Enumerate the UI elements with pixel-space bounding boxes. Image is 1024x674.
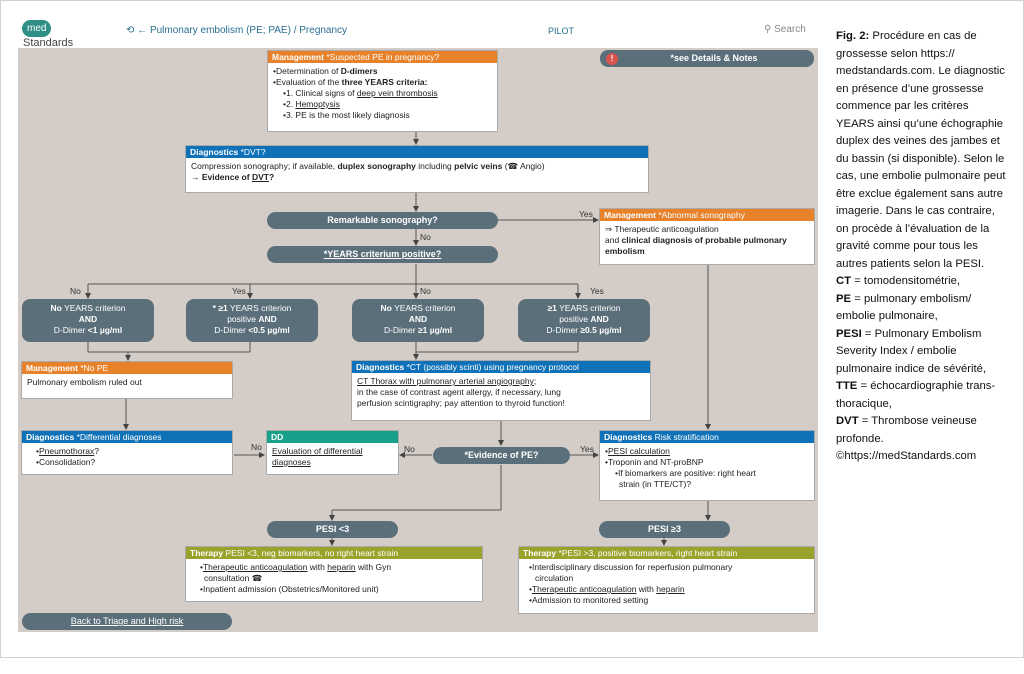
label-no: No — [420, 286, 431, 296]
box-body: Evaluation of differential diagnoses — [272, 446, 363, 467]
box-body: •Therapeutic anticoagulation with hepari… — [200, 562, 392, 594]
connector-lines — [85, 132, 711, 546]
breadcrumb[interactable]: ⟲ ← Pulmonary embolism (PE; PAE) / Pregn… — [126, 25, 348, 36]
caption-text: Procédure en cas de grossesse selon http… — [836, 30, 1006, 270]
mgmt-abnormal-sonography[interactable]: Management *Abnormal sonography ⇒ Therap… — [599, 208, 815, 265]
years-criterion-pos-low[interactable]: * ≥1 YEARS criterion positive AND D-Dime… — [186, 299, 318, 342]
box-header: Therapy PESI <3, neg biomarkers, no righ… — [186, 547, 482, 559]
caption-abbr-tte: TTE = échocardiographie trans-thoracique… — [836, 380, 996, 410]
decision-evidence-pe[interactable]: *Evidence of PE? — [433, 447, 570, 464]
warning-icon: ! — [606, 52, 618, 65]
box-body: •PESI calculation •Troponin and NT-proBN… — [605, 446, 756, 489]
ct-angiography-link[interactable]: CT Thorax with pulmonary arterial angiog… — [357, 376, 534, 386]
label-no: No — [404, 444, 415, 454]
history-icon[interactable]: ⟲ — [126, 25, 138, 36]
label-no: No — [70, 286, 81, 296]
mgmt-suspected-pe[interactable]: Management *Suspected PE in pregnancy? •… — [267, 50, 498, 132]
box-header: Management *Abnormal sonography — [600, 209, 814, 221]
anticoagulation-link[interactable]: Therapeutic anticoagulation — [531, 584, 637, 594]
box-header: Diagnostics *CT (possibly scinti) using … — [352, 361, 650, 373]
therapy-high-risk[interactable]: Therapy *PESI >3, positive biomarkers, r… — [518, 546, 815, 614]
box-header: Management *Suspected PE in pregnancy? — [268, 51, 497, 63]
pesi-low-pill[interactable]: PESI <3 — [267, 521, 398, 538]
heparin-link[interactable]: heparin — [656, 584, 685, 594]
label-yes: Yes — [580, 444, 594, 454]
label-no: No — [251, 442, 262, 452]
box-body: CT Thorax with pulmonary arterial angiog… — [357, 376, 565, 408]
box-header: DD — [267, 431, 398, 443]
back-to-triage-button[interactable]: Back to Triage and High risk — [22, 613, 232, 630]
box-header: Diagnostics *DVT? — [186, 146, 648, 158]
box-body: •Determination of D-dimers •Evaluation o… — [273, 66, 438, 120]
box-header: Diagnostics *Differential diagnoses — [22, 431, 232, 443]
caption-abbr-ct: CT = tomodensitométrie, — [836, 275, 961, 287]
caption-fig-label: Fig. 2: — [836, 30, 870, 42]
years-criterion-no-low[interactable]: No YEARS criterion AND D-Dimer <1 µg/ml — [22, 299, 154, 342]
search-box[interactable]: ⚲ Search — [764, 24, 806, 35]
box-body: •Interdisciplinary discussion for reperf… — [529, 562, 733, 605]
dd-box[interactable]: DD Evaluation of differential diagnoses — [266, 430, 399, 475]
label-no: No — [420, 232, 431, 242]
years-criterion-pos-high[interactable]: ≥1 YEARS criterion positive AND D-Dimer … — [518, 299, 650, 342]
years-criterion-no-high[interactable]: No YEARS criterion AND D-Dimer ≥1 µg/ml — [352, 299, 484, 342]
pesi-high-pill[interactable]: PESI ≥3 — [599, 521, 730, 538]
pilot-label: PILOT — [548, 26, 575, 36]
caption-abbr-pe: PE = pulmonary embolism/ embolie pulmona… — [836, 292, 972, 323]
details-notes-button[interactable]: ! *see Details & Notes — [600, 50, 814, 67]
decision-years-positive[interactable]: *YEARS criterium positive? — [267, 246, 498, 263]
hemoptysis-link[interactable]: Hemoptysis — [295, 99, 340, 109]
caption-copyright: ©https://medStandards.com — [836, 450, 977, 462]
caption-abbr-pesi: PESI = Pulmonary Embolism Severity Index… — [836, 327, 987, 375]
flowchart-canvas: ! *see Details & Notes Management *Suspe… — [18, 48, 818, 632]
label-yes: Yes — [232, 286, 246, 296]
therapy-low-risk[interactable]: Therapy PESI <3, neg biomarkers, no righ… — [185, 546, 483, 602]
diag-risk-stratification[interactable]: Diagnostics Risk stratification •PESI ca… — [599, 430, 815, 501]
pneumothorax-link[interactable]: Pneumothorax — [38, 446, 95, 456]
label-yes: Yes — [590, 286, 604, 296]
dvt-link[interactable]: deep vein thrombosis — [356, 88, 438, 98]
diag-dvt[interactable]: Diagnostics *DVT? Compression sonography… — [185, 145, 649, 193]
label-yes: Yes — [579, 209, 593, 219]
differential-diagnoses-link[interactable]: Evaluation of differential — [272, 446, 363, 456]
anticoagulation-link[interactable]: Therapeutic anticoagulation — [202, 562, 308, 572]
box-body: •Pneumothorax? •Consolidation? — [36, 446, 100, 467]
box-body: Pulmonary embolism ruled out — [27, 377, 142, 387]
decision-remarkable-sonography[interactable]: Remarkable sonography? — [267, 212, 498, 229]
box-body: Compression sonography; if available, du… — [191, 161, 545, 182]
app-header — [18, 14, 818, 48]
box-header: Therapy *PESI >3, positive biomarkers, r… — [519, 547, 814, 559]
dvt-link[interactable]: DVT — [251, 172, 269, 182]
mgmt-no-pe[interactable]: Management *No PE Pulmonary embolism rul… — [21, 361, 233, 399]
figure-caption: Fig. 2: Procédure en cas de grossesse se… — [836, 28, 1008, 466]
heparin-link[interactable]: heparin — [327, 562, 356, 572]
box-body: ⇒ Therapeutic anticoagulation and clinic… — [605, 224, 787, 256]
pesi-calculation-link[interactable]: PESI calculation — [607, 446, 670, 456]
box-header: Diagnostics Risk stratification — [600, 431, 814, 443]
diag-differential[interactable]: Diagnostics *Differential diagnoses •Pne… — [21, 430, 233, 475]
box-header: Management *No PE — [22, 362, 232, 374]
caption-abbr-dvt: DVT = Thrombose veineuse profonde. — [836, 415, 977, 445]
medstandards-logo[interactable]: medStandards — [22, 20, 102, 49]
diag-ct[interactable]: Diagnostics *CT (possibly scinti) using … — [351, 360, 651, 421]
search-icon: ⚲ — [764, 24, 775, 35]
